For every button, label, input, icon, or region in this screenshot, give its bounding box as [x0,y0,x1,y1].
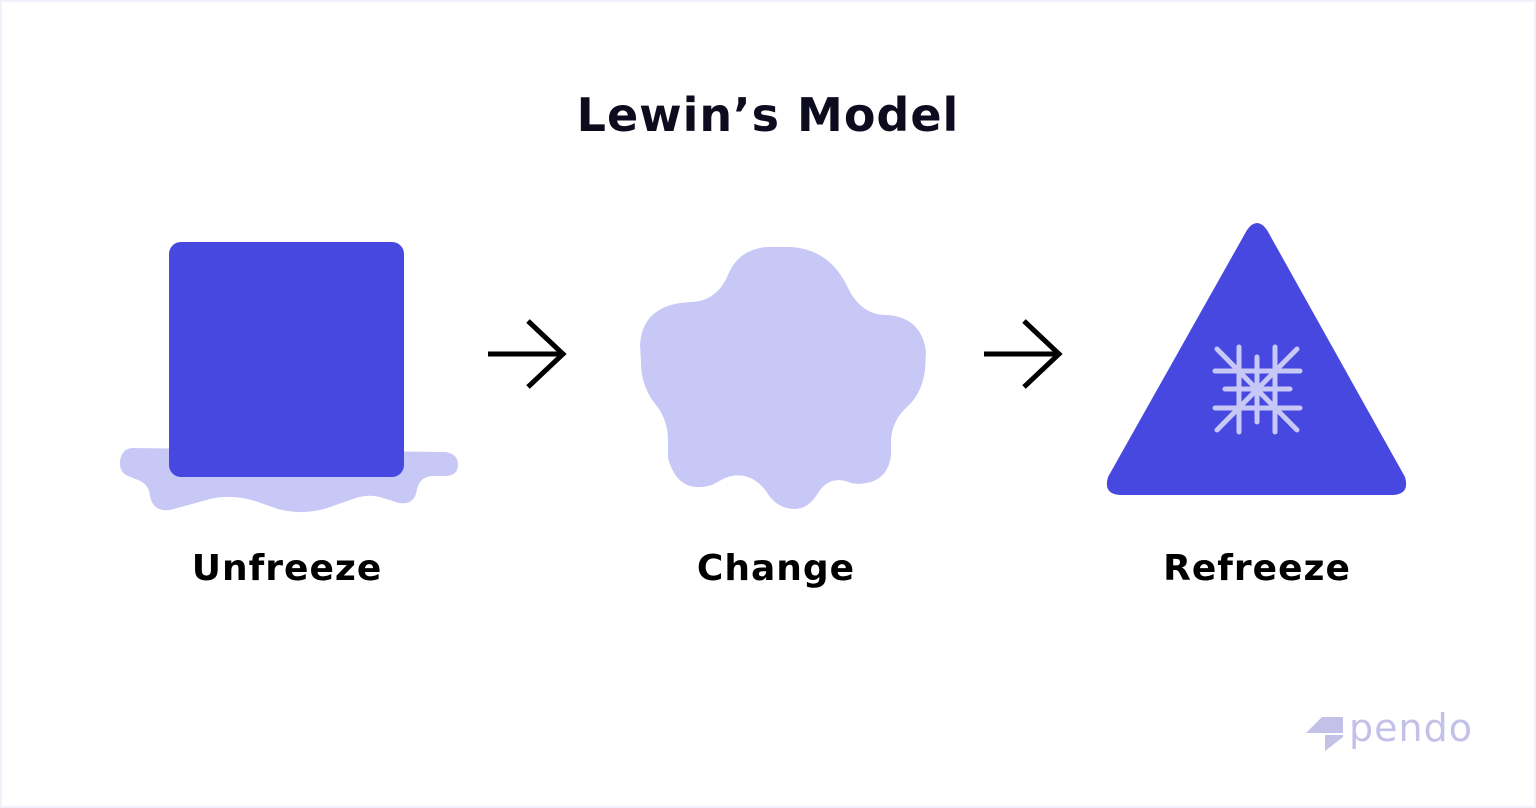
melting-block-icon [119,242,459,513]
pendo-logo-icon [1306,717,1343,751]
change-blob [640,247,926,509]
snowflake-triangle-icon [1106,223,1407,495]
stage-label-refreeze: Refreeze [1163,548,1351,589]
stage-label-unfreeze: Unfreeze [191,548,383,589]
ice-block [169,242,404,477]
arrow-right-icon [488,319,567,389]
diagram-title: Lewin’s Model [576,88,960,142]
blob-icon [640,247,926,509]
stage-label-change: Change [696,548,856,589]
arrow-right-icon [984,319,1063,389]
snowflake-icon [1212,344,1303,435]
brand-wordmark: pendo [1349,706,1473,750]
